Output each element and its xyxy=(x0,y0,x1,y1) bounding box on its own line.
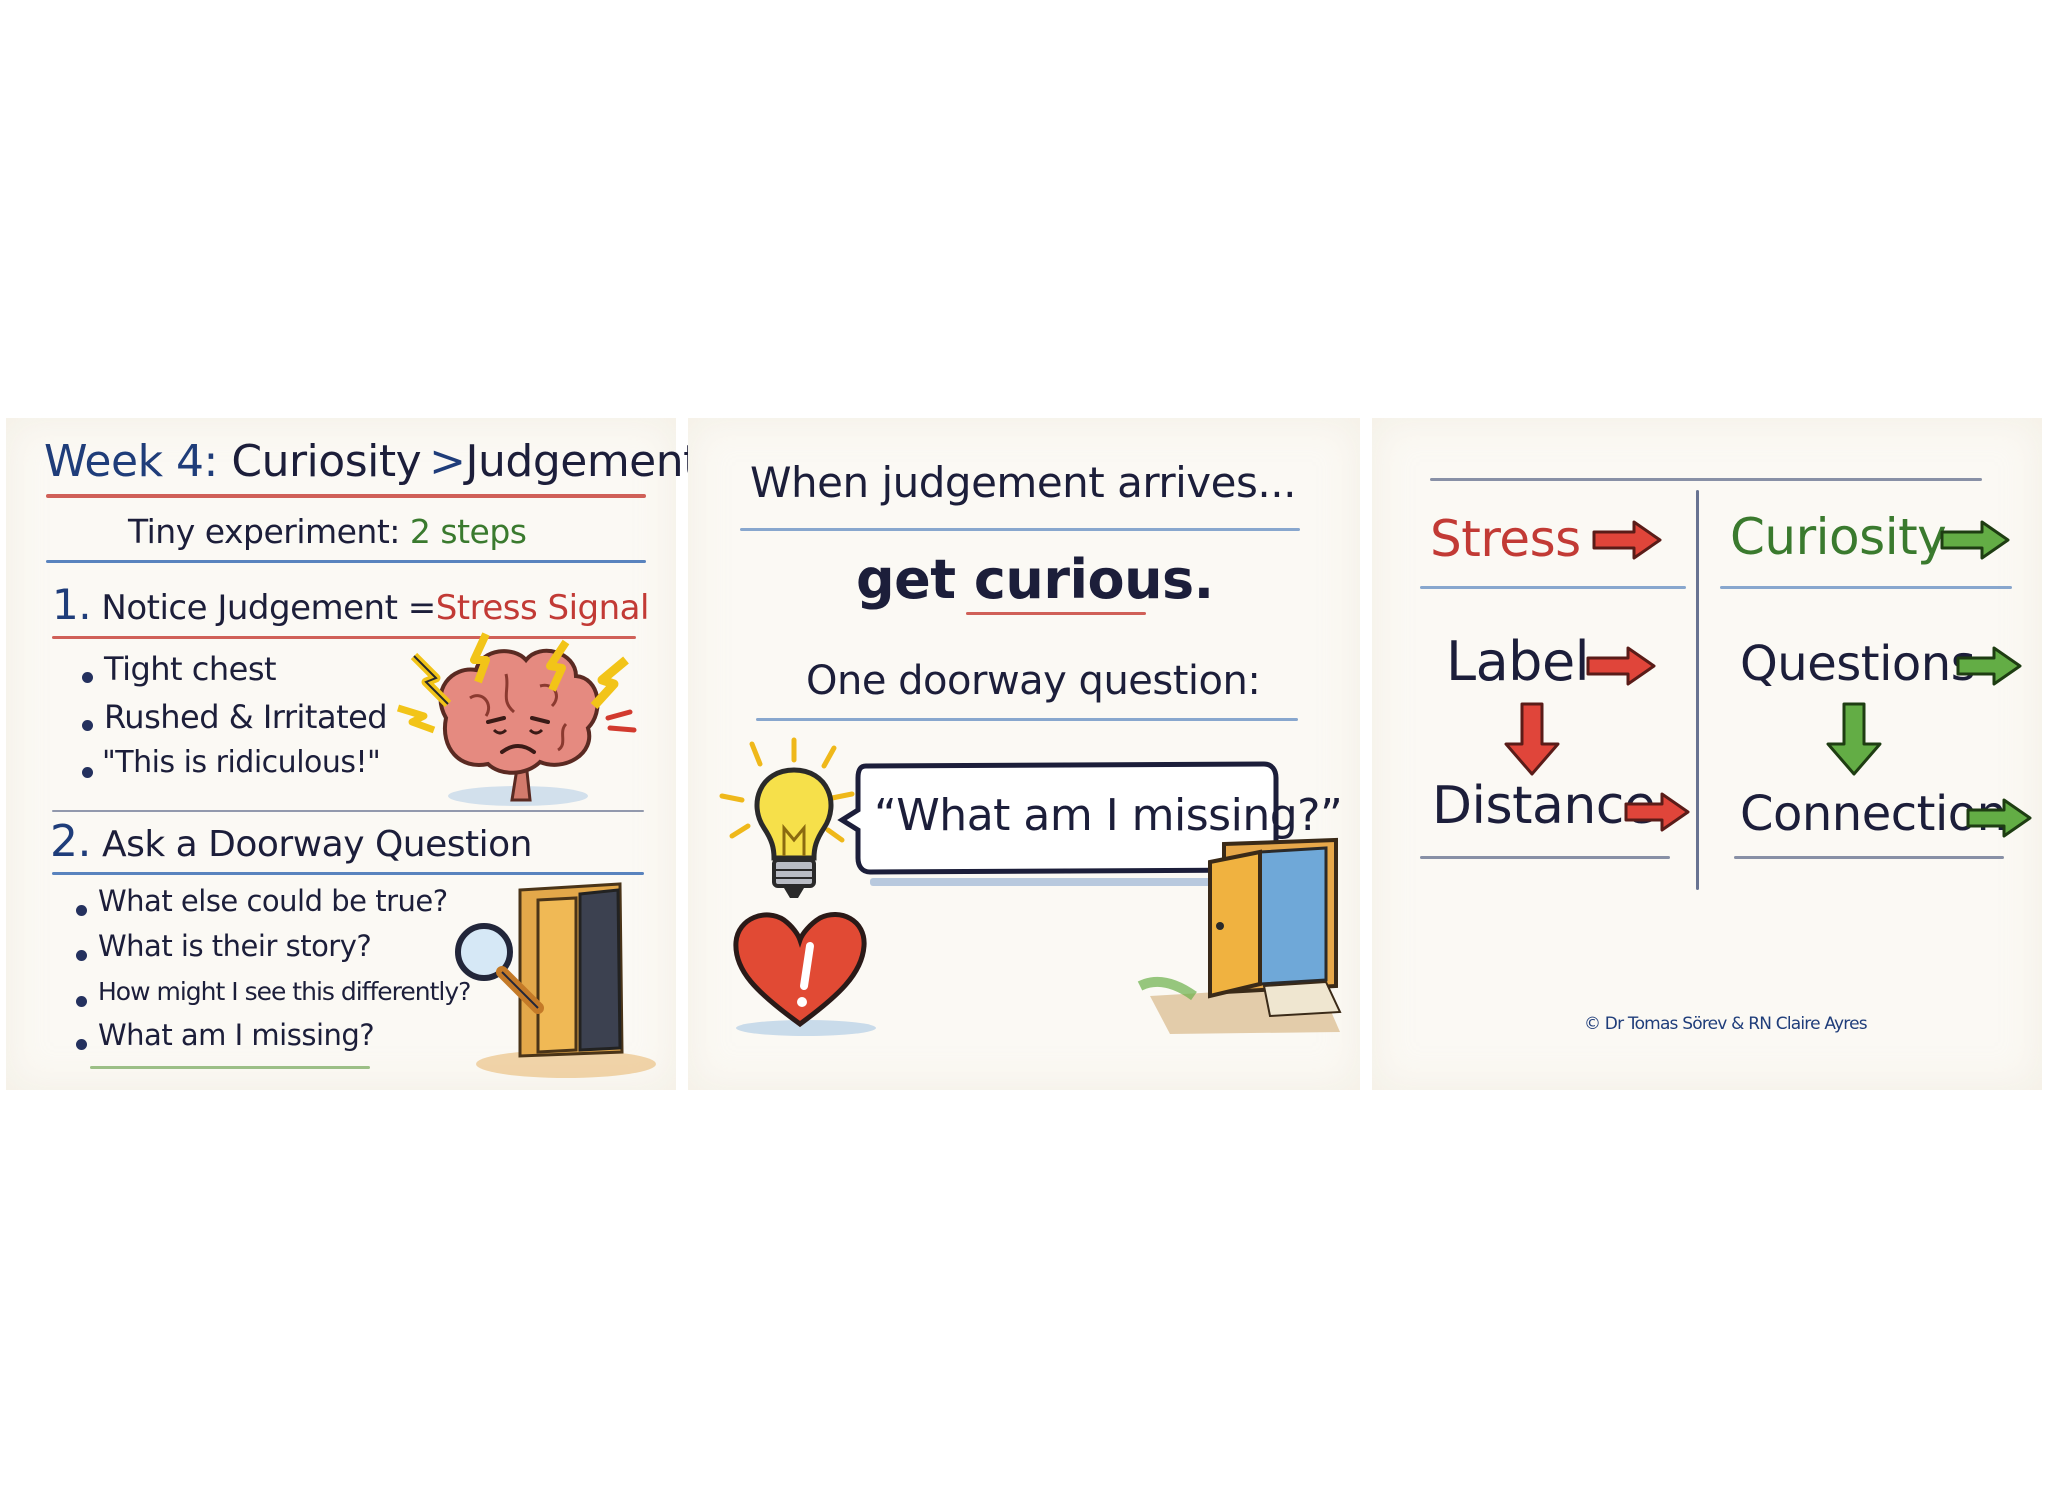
step2-label: Ask a Doorway Question xyxy=(101,824,533,865)
bullet-dot xyxy=(76,996,87,1007)
speech-bubble xyxy=(837,761,1279,875)
week-title: Week 4: Curiosity>Judgement xyxy=(44,436,700,487)
top-rule xyxy=(1430,478,1982,481)
vertical-divider xyxy=(1696,490,1699,890)
red-right-arrow-icon xyxy=(1586,646,1656,686)
stress-underline xyxy=(1420,586,1686,589)
step2-bullet: How might I see this differently? xyxy=(98,977,471,1006)
red-right-arrow-icon xyxy=(1592,520,1662,560)
middle-line2-underline xyxy=(966,612,1146,615)
credit-line: © Dr Tomas Sörev & RN Claire Ayres xyxy=(1584,1014,1868,1034)
middle-line3: One doorway question: xyxy=(806,658,1261,704)
step2-heading: 2. Ask a Doorway Question xyxy=(50,816,532,867)
stressed-brain-icon xyxy=(396,632,637,806)
curiosity-word-right: Curiosity xyxy=(1730,508,1947,566)
step1-equals: = xyxy=(407,588,437,628)
section-divider xyxy=(52,810,644,812)
greater-than-symbol: > xyxy=(429,436,466,487)
bullet-dot xyxy=(76,905,87,916)
step1-bullet: Tight chest xyxy=(104,650,277,688)
questions-word: Questions xyxy=(1740,636,1976,692)
heart-icon xyxy=(733,912,876,1036)
step1-heading: 1. Notice Judgement =Stress Signal xyxy=(52,580,649,629)
subtitle-steps: 2 steps xyxy=(409,512,527,551)
bullet-dot xyxy=(82,767,93,778)
title-underline xyxy=(46,494,646,498)
middle-line2: get curious. xyxy=(856,548,1214,611)
middle-line1-underline xyxy=(740,528,1300,531)
judgement-word: Judgement xyxy=(465,436,701,487)
step2-bullet: What is their story? xyxy=(98,929,372,963)
step1-signal: Stress Signal xyxy=(435,588,650,628)
step1-bullet: "This is ridiculous!" xyxy=(102,745,381,780)
distance-word: Distance xyxy=(1432,776,1656,836)
step1-underline xyxy=(52,636,636,639)
step2-bullet: What else could be true? xyxy=(98,884,448,918)
middle-line1: When judgement arrives... xyxy=(750,458,1296,507)
red-right-arrow-icon xyxy=(1624,792,1690,832)
magnifier-door-icon xyxy=(455,882,656,1078)
bullet-dot xyxy=(82,672,93,683)
green-right-arrow-icon xyxy=(1940,520,2010,560)
step1-bullet: Rushed & Irritated xyxy=(104,698,388,736)
step2-number: 2. xyxy=(50,816,91,867)
subtitle: Tiny experiment: 2 steps xyxy=(128,512,527,551)
red-down-arrow-icon xyxy=(1504,702,1560,776)
label-word: Label xyxy=(1446,630,1590,693)
bullet-dot xyxy=(76,950,87,961)
bubble-question: “What am I missing?” xyxy=(874,790,1343,841)
step1-number: 1. xyxy=(52,580,92,629)
green-right-arrow-icon xyxy=(1966,798,2032,838)
step2-underline xyxy=(52,872,644,875)
open-door-icon xyxy=(1137,837,1342,1034)
week-label: Week 4: xyxy=(44,436,218,487)
green-down-arrow-icon xyxy=(1826,702,1882,776)
connection-underline xyxy=(1734,856,2004,859)
connection-word: Connection xyxy=(1740,786,2007,842)
green-right-arrow-icon xyxy=(1956,646,2022,686)
light-bulb-icon xyxy=(719,737,855,898)
subtitle-prefix: Tiny experiment: xyxy=(128,512,400,551)
bullet-dot xyxy=(82,720,93,731)
subtitle-underline xyxy=(46,560,646,563)
stress-word: Stress xyxy=(1430,510,1581,568)
step1-label: Notice Judgement xyxy=(101,588,398,628)
middle-line3-underline xyxy=(756,718,1298,721)
bullets-underline xyxy=(90,1066,370,1069)
curiosity-underline xyxy=(1720,586,2012,589)
distance-underline xyxy=(1420,856,1670,859)
bubble-shadow xyxy=(870,878,1230,886)
step2-bullet: What am I missing? xyxy=(98,1018,375,1052)
right-panel xyxy=(1372,418,2042,1090)
bullet-dot xyxy=(76,1039,87,1050)
curiosity-word: Curiosity xyxy=(231,436,422,487)
